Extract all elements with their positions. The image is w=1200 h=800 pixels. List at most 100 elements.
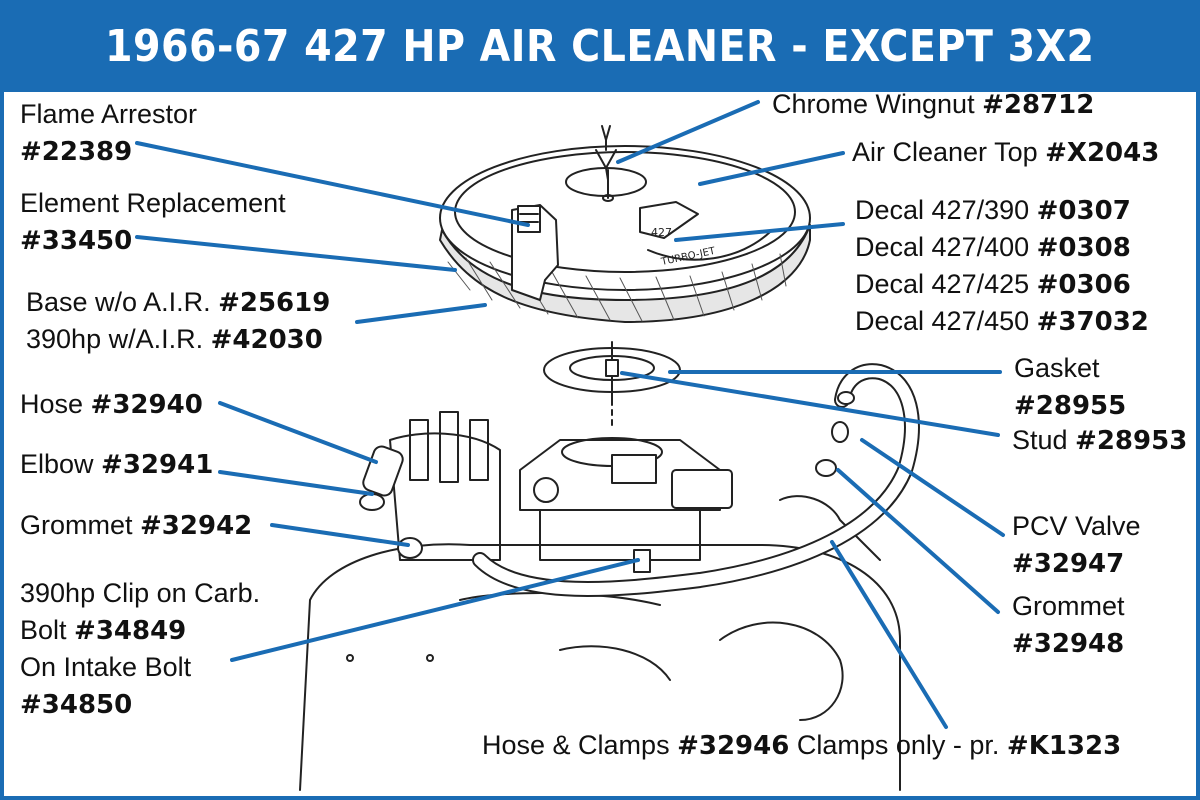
part-number: #22389 [20,137,133,167]
callout-line: Gasket [1014,350,1126,387]
callout-line: #32948 [1012,625,1125,662]
callout-line: #34850 [20,686,260,723]
callout-flame-arrestor: Flame Arrestor #22389 [20,96,197,170]
callout-text: Hose & Clamps [482,730,678,760]
part-number: #K1323 [1006,731,1122,761]
callout-line: Flame Arrestor [20,96,197,133]
flame-arrestor-drawing [511,204,559,301]
callout-text: Decal 427/450 [855,306,1037,336]
callout-element-replacement: Element Replacement #33450 [20,185,286,259]
callout-line: Decal 427/390 #0307 [855,192,1149,229]
part-number: #42030 [210,325,323,355]
callout-text: Elbow [20,449,102,479]
callout-line: #33450 [20,222,286,259]
callout-line: Hose #32940 [20,386,203,423]
part-number: #28712 [982,90,1095,120]
part-number: #32947 [1012,549,1125,579]
part-number: #0307 [1036,196,1131,226]
leader-base [355,303,487,324]
callout-air-cleaner-top: Air Cleaner Top #X2043 [852,134,1159,171]
part-number: #32941 [101,450,214,480]
callout-line: Hose & Clamps #32946 Clamps only - pr. #… [482,727,1121,764]
callout-chrome-wingnut: Chrome Wingnut #28712 [772,86,1094,123]
callout-text: Bolt [20,615,75,645]
callout-line: Grommet #32942 [20,507,252,544]
leader-pcv-valve [860,438,1005,537]
callout-line: Decal 427/400 #0308 [855,229,1149,266]
callout-text: Grommet [1012,591,1125,621]
callout-line: Chrome Wingnut #28712 [772,86,1094,123]
callout-text: Element Replacement [20,188,286,218]
callout-text: 390hp w/A.I.R. [26,324,211,354]
callout-base: Base w/o A.I.R. #25619 390hp w/A.I.R. #4… [26,284,330,358]
leader-elbow [218,470,374,496]
callout-line: Bolt #34849 [20,612,260,649]
leader-decals [674,222,845,242]
part-number: #25619 [218,288,331,318]
title-bar: 1966-67 427 HP AIR CLEANER - EXCEPT 3X2 [0,0,1200,92]
part-number: #0308 [1036,233,1131,263]
callout-decals: Decal 427/390 #0307 Decal 427/400 #0308 … [855,192,1149,340]
callout-line: #28955 [1014,387,1126,424]
engine-drawing [299,411,901,791]
callout-stud: Stud #28953 [1012,422,1187,459]
callout-text: Flame Arrestor [20,99,198,129]
callout-text: Air Cleaner Top [852,137,1046,167]
callout-line: Decal 427/425 #0306 [855,266,1149,303]
callout-line: PCV Valve [1012,508,1141,545]
part-number: #28955 [1014,391,1127,421]
callout-hose-clamps: Hose & Clamps #32946 Clamps only - pr. #… [482,727,1121,764]
callout-grommet-left: Grommet #32942 [20,507,252,544]
part-number: #33450 [20,226,133,256]
callout-line: Grommet [1012,588,1125,625]
callout-clip: 390hp Clip on Carb. Bolt #34849 On Intak… [20,575,260,723]
leader-stud [620,371,1000,437]
part-number: #32942 [140,511,253,541]
callout-line: #22389 [20,133,197,170]
callout-text: PCV Valve [1012,511,1141,541]
callout-line: Stud #28953 [1012,422,1187,459]
part-number: #34849 [74,616,187,646]
callout-text: Stud [1012,425,1076,455]
callout-text: Decal 427/425 [855,269,1037,299]
wingnut-drawing [595,125,617,181]
callout-text: Base w/o A.I.R. [26,287,219,317]
part-number: #37032 [1036,307,1149,337]
leader-chrome-wingnut [616,100,760,164]
callout-line: Base w/o A.I.R. #25619 [26,284,330,321]
callout-hose: Hose #32940 [20,386,203,423]
callout-line: #32947 [1012,545,1141,582]
callout-line: On Intake Bolt [20,649,260,686]
part-number: #0306 [1036,270,1131,300]
part-number: #X2043 [1045,138,1160,168]
callout-text: Gasket [1014,353,1100,383]
leader-hose [218,401,378,464]
part-number: #32940 [90,390,203,420]
callout-pcv-valve: PCV Valve #32947 [1012,508,1141,582]
callout-text: Hose [20,389,91,419]
leader-grommet-right [836,468,1000,614]
callout-text: Clamps only - pr. [789,730,1007,760]
decal-drawing: 427 TURBO-JET [639,201,771,268]
leader-hose-clamps [830,540,948,729]
callout-text: 390hp Clip on Carb. [20,578,261,608]
leader-flame-arrestor [135,141,530,227]
decal-number-text: 427 [651,226,672,239]
callout-gasket: Gasket #28955 [1014,350,1126,424]
leader-grommet-left [270,523,410,547]
part-number: #32946 [677,731,790,761]
callout-line: Decal 427/450 #37032 [855,303,1149,340]
part-number: #32948 [1012,629,1125,659]
leader-element-replacement [135,235,457,272]
gasket-drawing [543,341,681,431]
callout-line: 390hp Clip on Carb. [20,575,260,612]
callout-line: Element Replacement [20,185,286,222]
callout-text: Decal 427/400 [855,232,1037,262]
leader-air-cleaner-top [698,151,845,186]
callout-text: Chrome Wingnut [772,89,983,119]
callout-line: 390hp w/A.I.R. #42030 [26,321,330,358]
left-hose-drawing [359,445,423,559]
callout-elbow: Elbow #32941 [20,446,213,483]
